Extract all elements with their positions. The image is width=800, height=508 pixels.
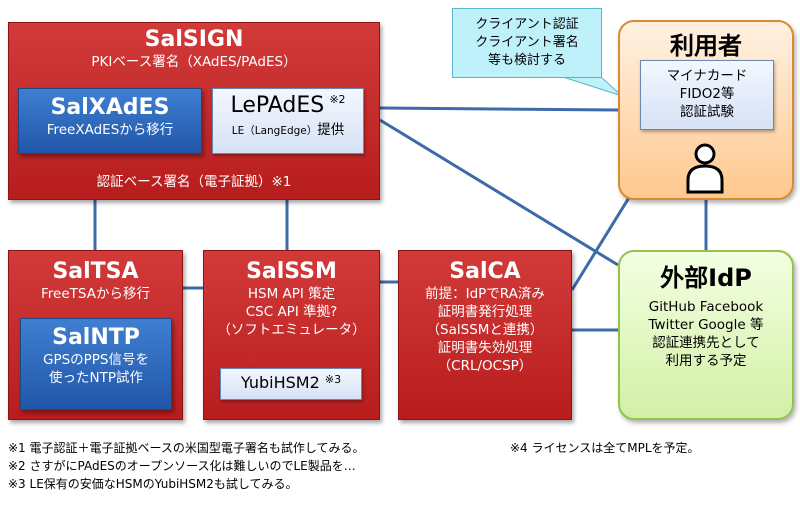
idp-box: 外部IdP GitHub Facebook Twitter Google 等 認… (618, 250, 794, 420)
user-title: 利用者 (670, 32, 742, 60)
callout-line: クライアント認証 (475, 17, 579, 32)
salssm-title: SalSSM (246, 259, 337, 284)
idp-line: Twitter Google 等 (648, 317, 764, 333)
salssm-line: （ソフトエミュレータ） (217, 322, 366, 338)
salca-line: 証明書失効処理 (437, 340, 533, 356)
salsign-footer: 認証ベース署名（電子証拠）※1 (96, 174, 292, 190)
idp-line: 認証連携先として (652, 335, 760, 351)
salxades-desc: FreeXAdESから移行 (46, 122, 174, 138)
salca-line: （CRL/OCSP） (437, 358, 533, 374)
salca-line: 証明書発行処理 (437, 304, 533, 320)
lepades-desc: 提供 (317, 122, 345, 138)
lepades-box: LePAdES ※2 LE（LangEdge）提供 (212, 88, 364, 154)
footnote-3: ※3 LE保有の安価なHSMのYubiHSM2も試してみる。 (8, 477, 298, 491)
yubihsm-box: YubiHSM2 ※3 (220, 368, 362, 400)
idp-title: 外部IdP (660, 264, 752, 292)
salntp-line1: GPSのPPS信号を (42, 352, 150, 368)
salssm-line: CSC API 準拠? (245, 304, 338, 320)
salca-box: SalCA 前提：IdPでRA済み 証明書発行処理 （SalSSMと連携） 証明… (398, 250, 572, 420)
callout-box: クライアント認証 クライアント署名 等も検討する (452, 8, 602, 78)
connector-salsign-user (379, 106, 619, 112)
yubihsm-mark: ※3 (324, 373, 342, 386)
idp-line: GitHub Facebook (648, 299, 764, 315)
footnote-4: ※4 ライセンスは全てMPLを予定。 (510, 441, 700, 455)
salntp-title: SalNTP (52, 325, 140, 350)
salssm-line: HSM API 策定 (247, 286, 336, 302)
user-auth-line: 認証試験 (680, 104, 734, 120)
footnote-2: ※2 さすがにPAdESのオープンソース化は難しいのでLE製品を… (8, 459, 356, 473)
salsign-subtitle: PKIベース署名（XAdES/PAdES） (91, 54, 297, 70)
saltsa-title: SalTSA (52, 259, 139, 284)
saltsa-subtitle: FreeTSAから移行 (41, 286, 150, 302)
salxades-title: SalXAdES (50, 95, 170, 120)
callout-line: 等も検討する (487, 53, 566, 68)
footnote-1: ※1 電子認証＋電子証拠ベースの米国型電子署名も試作してみる。 (8, 441, 365, 455)
salca-title: SalCA (449, 259, 521, 284)
salca-line: （SalSSMと連携） (426, 322, 544, 338)
salsign-title: SalSIGN (144, 27, 244, 52)
user-auth-box: マイナカード FIDO2等 認証試験 (640, 60, 774, 130)
lepades-title: LePAdES (230, 93, 325, 118)
idp-line: 利用する予定 (665, 353, 747, 369)
salca-line: 前提：IdPでRA済み (425, 286, 545, 302)
lepades-mark: ※2 (329, 93, 346, 106)
lepades-desc-small: LE（LangEdge） (231, 125, 318, 137)
salntp-line2: 使ったNTP試作 (49, 370, 143, 386)
connector-salsign-idp (379, 118, 619, 267)
salxades-box: SalXAdES FreeXAdESから移行 (18, 88, 202, 154)
callout-line: クライアント署名 (475, 35, 579, 50)
user-auth-line: FIDO2等 (679, 86, 735, 102)
user-auth-line: マイナカード (666, 68, 748, 84)
salntp-box: SalNTP GPSのPPS信号を 使ったNTP試作 (20, 318, 172, 410)
yubihsm-title: YubiHSM2 (240, 373, 320, 392)
